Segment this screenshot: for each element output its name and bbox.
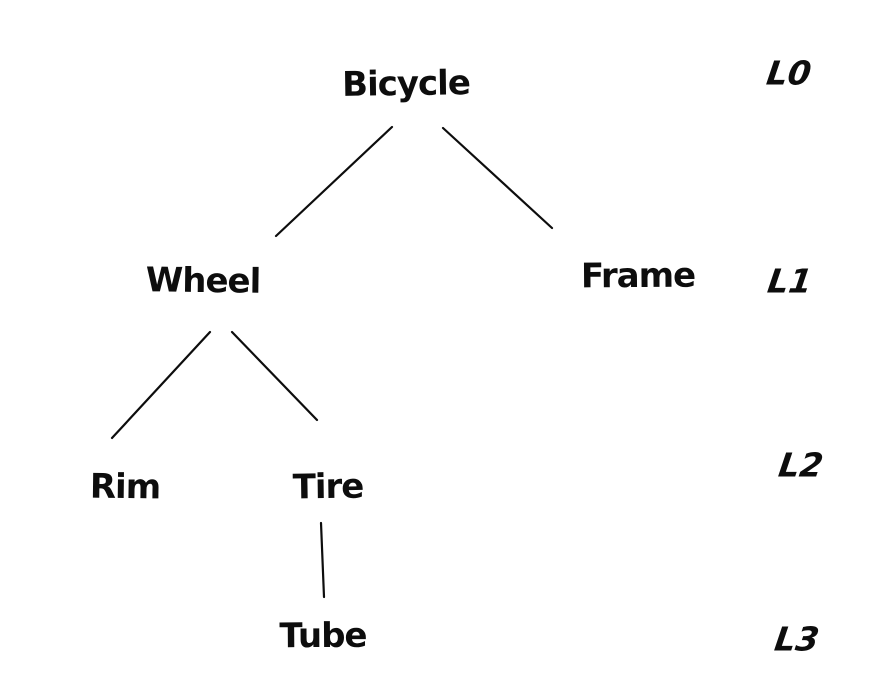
level-label-l2: L2: [776, 445, 826, 485]
edge-tire-tube: [319, 521, 326, 599]
edge-bicycle-frame: [441, 126, 554, 230]
node-rim: Rim: [89, 466, 161, 508]
edge-bicycle-wheel: [274, 125, 394, 238]
node-wheel: Wheel: [145, 260, 261, 302]
node-tire: Tire: [292, 466, 364, 508]
node-bicycle: Bicycle: [341, 63, 471, 105]
level-label-l0: L0: [764, 53, 814, 93]
edge-wheel-rim: [110, 330, 212, 440]
level-label-l1: L1: [765, 261, 815, 301]
edge-wheel-tire: [230, 330, 319, 422]
node-tube: Tube: [279, 615, 367, 657]
node-frame: Frame: [580, 255, 696, 297]
level-label-l3: L3: [772, 619, 822, 659]
